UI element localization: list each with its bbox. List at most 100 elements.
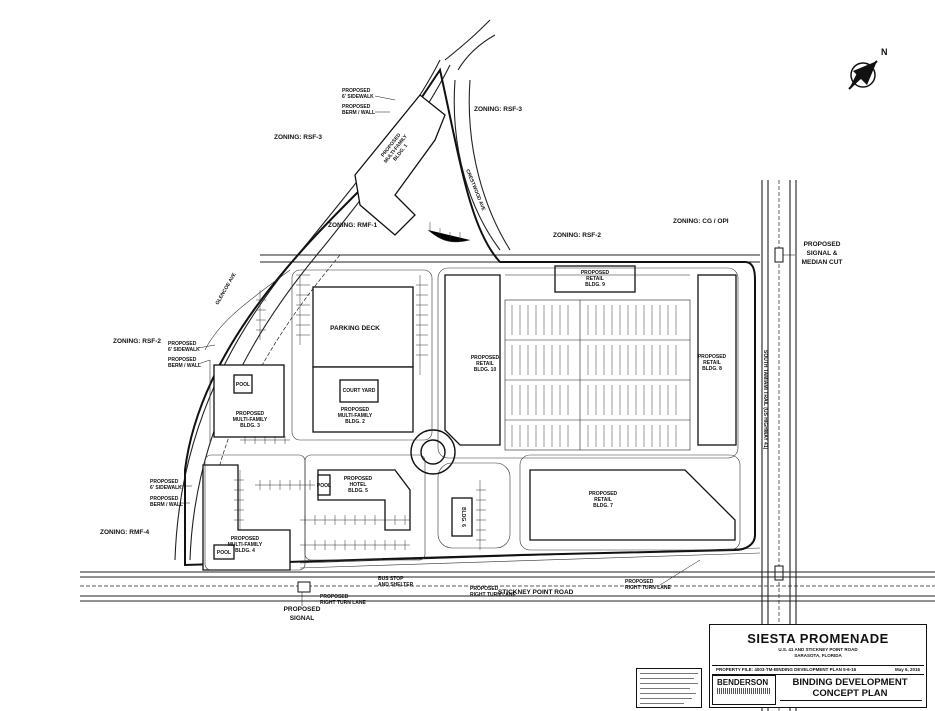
svg-text:PROPOSED: PROPOSED [342, 88, 371, 94]
internal-drives [204, 267, 741, 571]
right-turn-2-callout: PROPOSED RIGHT TURN LANE [470, 586, 516, 598]
svg-text:N: N [881, 47, 888, 57]
tamiami-trail-label: SOUTH TAMIAMI TRAIL (US HIGHWAY 41) [762, 350, 768, 450]
signal-median-callout: PROPOSED SIGNAL & MEDIAN CUT [802, 241, 843, 266]
company-logo: BENDERSON [712, 675, 776, 705]
right-turn-3-callout: PROPOSED RIGHT TURN LANE [625, 579, 671, 591]
svg-text:BLDG. 3: BLDG. 3 [240, 423, 260, 429]
svg-text:BERM / WALL: BERM / WALL [342, 110, 375, 116]
court-yard-label: COURT YARD [343, 388, 376, 394]
sidewalk-w-callout: PROPOSED 6' SIDEWALK [168, 341, 200, 353]
svg-text:6' SIDEWALK: 6' SIDEWALK [150, 485, 182, 491]
mf2-label: PROPOSED MULTI-FAMILY BLDG. 2 [338, 407, 373, 425]
svg-text:MULTI-FAMILY: MULTI-FAMILY [233, 417, 268, 423]
project-address: U.S. 41 AND STICKNEY POINT ROAD [778, 647, 858, 652]
parking-stalls-pattern [234, 222, 677, 550]
svg-text:HOTEL: HOTEL [350, 482, 367, 488]
svg-text:RETAIL: RETAIL [476, 361, 494, 367]
svg-text:PROPOSED: PROPOSED [589, 491, 618, 497]
berm-sw-callout: PROPOSED BERM / WALL [150, 496, 183, 508]
svg-text:PROPOSED: PROPOSED [698, 354, 727, 360]
svg-text:RIGHT TURN LANE: RIGHT TURN LANE [320, 600, 366, 606]
building-retail8-shape [697, 274, 737, 446]
svg-text:BLDG. 4: BLDG. 4 [235, 548, 255, 554]
signal-south-callout: PROPOSED SIGNAL [284, 606, 321, 622]
building-hotel-shape [317, 469, 411, 531]
zoning-cg-opi: ZONING: CG / OPI [673, 218, 729, 225]
svg-text:PROPOSED: PROPOSED [168, 357, 197, 363]
svg-text:PROPOSED: PROPOSED [625, 579, 654, 585]
retail6-label: BLDG. 6 [460, 507, 466, 527]
zoning-rsf2-west: ZONING: RSF-2 [113, 338, 161, 345]
svg-text:PROPOSED: PROPOSED [168, 341, 197, 347]
svg-text:PROPOSED: PROPOSED [231, 536, 260, 542]
svg-text:PROPOSED: PROPOSED [150, 496, 179, 502]
svg-text:SIGNAL &: SIGNAL & [807, 250, 838, 257]
svg-text:PROPOSED: PROPOSED [341, 407, 370, 413]
svg-text:BLDG. 9: BLDG. 9 [585, 282, 605, 288]
building-labels: PROPOSED MULTI-FAMILY BLDG. 1 PARKING DE… [217, 132, 727, 556]
building-retail9-shape [554, 265, 636, 293]
parking-deck-label: PARKING DECK [330, 325, 380, 332]
svg-text:BERM / WALL: BERM / WALL [150, 502, 183, 508]
building-retail7-shape [529, 469, 736, 541]
court-yard-shape [339, 379, 379, 403]
svg-text:MULTI-FAMILY: MULTI-FAMILY [228, 542, 263, 548]
parking-deck-shape [312, 286, 414, 368]
stickney-point-road-label: STICKNEY POINT ROAD [498, 589, 574, 596]
svg-text:BLDG. 7: BLDG. 7 [593, 503, 613, 509]
parking-field [504, 274, 691, 451]
svg-text:PROPOSED: PROPOSED [804, 241, 841, 248]
zoning-rsf3-north: ZONING: RSF-3 [474, 106, 522, 113]
svg-text:PROPOSED: PROPOSED [581, 270, 610, 276]
svg-text:PROPOSED: PROPOSED [320, 594, 349, 600]
svg-text:RETAIL: RETAIL [594, 497, 612, 503]
title-block-footer [780, 700, 922, 707]
property-file: PROPERTY FILE: 4003-TM-BINDING DEVELOPME… [716, 667, 857, 672]
svg-text:AND SHELTER: AND SHELTER [378, 582, 414, 588]
svg-text:PROPOSED: PROPOSED [470, 586, 499, 592]
site-boundary [184, 67, 756, 567]
svg-text:BUS STOP: BUS STOP [378, 576, 404, 582]
hotel-label: PROPOSED HOTEL BLDG. 5 [344, 476, 373, 494]
company-name: BENDERSON [717, 678, 769, 687]
svg-text:BLDG. 8: BLDG. 8 [702, 366, 722, 372]
sidewalk-sw-callout: PROPOSED 6' SIDEWALK [150, 479, 182, 491]
retail7-label: PROPOSED RETAIL BLDG. 7 [589, 491, 618, 509]
svg-text:SIGNAL: SIGNAL [290, 615, 315, 622]
mf3-label: PROPOSED MULTI-FAMILY BLDG. 3 [233, 411, 268, 429]
callout-labels: PROPOSED SIGNAL & MEDIAN CUT PROPOSED SI… [150, 88, 842, 622]
plan-name-line2: CONCEPT PLAN [812, 688, 888, 699]
svg-text:RIGHT TURN LANE: RIGHT TURN LANE [470, 592, 516, 598]
svg-text:RETAIL: RETAIL [703, 360, 721, 366]
svg-text:MEDIAN CUT: MEDIAN CUT [802, 259, 843, 266]
north-arrow-icon: N [848, 47, 888, 90]
svg-text:BLDG. 5: BLDG. 5 [348, 488, 368, 494]
zoning-rsf3-west: ZONING: RSF-3 [274, 134, 322, 141]
bus-stop-callout: BUS STOP AND SHELTER [378, 576, 414, 588]
pool-mf3-label: POOL [236, 382, 250, 388]
building-mf4-shape [202, 464, 291, 571]
svg-text:BLDG. 2: BLDG. 2 [345, 419, 365, 425]
svg-text:BLDG. 10: BLDG. 10 [474, 367, 497, 373]
svg-text:RIGHT TURN LANE: RIGHT TURN LANE [625, 585, 671, 591]
svg-text:PROPOSED: PROPOSED [284, 606, 321, 613]
svg-text:PROPOSED: PROPOSED [342, 104, 371, 110]
retail9-label: PROPOSED RETAIL BLDG. 9 [581, 270, 610, 288]
building-mf1-shape [354, 94, 446, 236]
svg-text:MULTI-FAMILY: MULTI-FAMILY [338, 413, 373, 419]
project-city: SARASOTA, FLORIDA [794, 653, 842, 658]
svg-text:BERM / WALL: BERM / WALL [168, 363, 201, 369]
mf4-label: PROPOSED MULTI-FAMILY BLDG. 4 [228, 536, 263, 554]
notes-box [636, 668, 702, 708]
svg-text:PROPOSED: PROPOSED [471, 355, 500, 361]
svg-text:PROPOSED: PROPOSED [236, 411, 265, 417]
company-address-lines [717, 688, 771, 694]
roundabout [410, 429, 456, 475]
zoning-rmf4: ZONING: RMF-4 [100, 529, 149, 536]
title-block: SIESTA PROMENADE U.S. 41 AND STICKNEY PO… [709, 624, 927, 708]
svg-text:RETAIL: RETAIL [586, 276, 604, 282]
zoning-rmf1: ZONING: RMF-1 [328, 222, 377, 229]
svg-text:6' SIDEWALK: 6' SIDEWALK [342, 94, 374, 100]
